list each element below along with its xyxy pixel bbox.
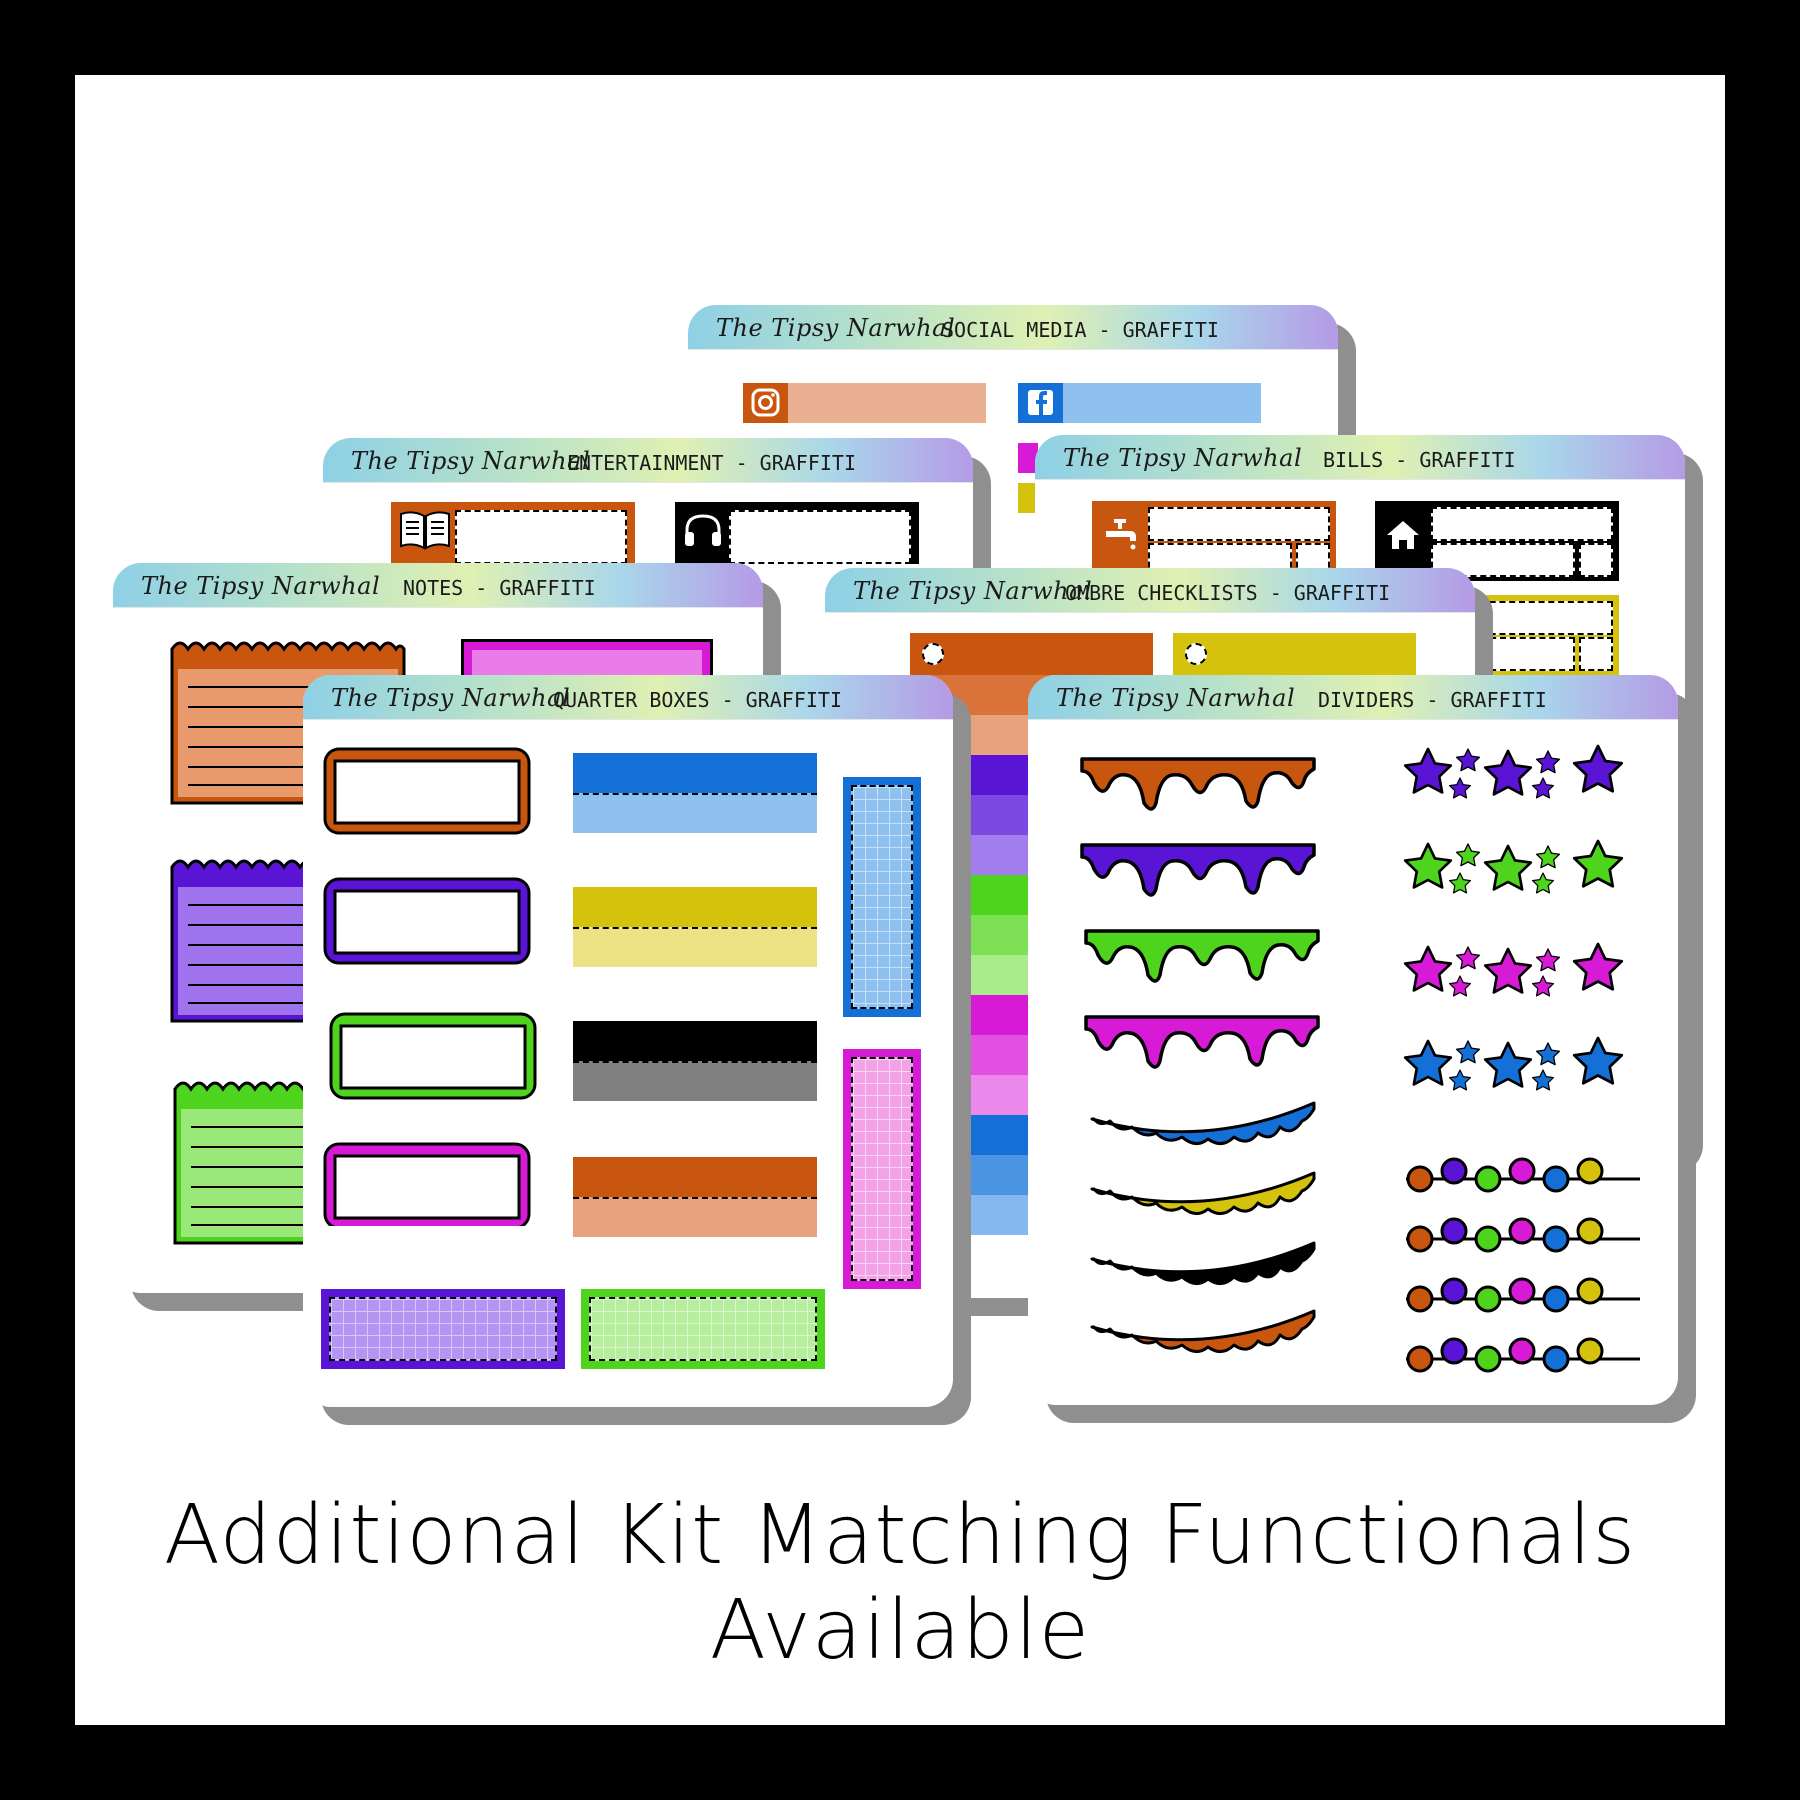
sheet-title: BILLS - GRAFFITI — [1323, 448, 1516, 472]
brand-label: The Tipsy Narwhal — [1063, 444, 1303, 472]
faucet-sticker — [1092, 501, 1336, 581]
scalloped-box-orange — [323, 747, 531, 835]
headphones-icon — [681, 510, 725, 550]
star-cluster-magenta — [1403, 942, 1624, 997]
star-dividers — [1403, 744, 1624, 1091]
sheet-header: The Tipsy Narwhal QUARTER BOXES - GRAFFI… — [303, 675, 953, 720]
star-cluster-blue — [1403, 1036, 1624, 1091]
sheet-header: The Tipsy Narwhal DIVIDERS - GRAFFITI — [1028, 675, 1678, 720]
sheet-quarter-boxes: The Tipsy Narwhal QUARTER BOXES - GRAFFI… — [303, 675, 953, 1407]
quarter-box-black — [573, 1021, 817, 1101]
caption: Additional Kit Matching Functionals Avai… — [163, 1488, 1637, 1678]
brand-label: The Tipsy Narwhal — [1056, 684, 1296, 712]
sheet-header: The Tipsy Narwhal SOCIAL MEDIA - GRAFFIT… — [688, 305, 1338, 350]
quarter-box-orange — [573, 1157, 817, 1237]
scalloped-boxes — [323, 747, 537, 1226]
instagram-sticker — [743, 383, 986, 423]
star-cluster-green — [1403, 839, 1624, 894]
bunting-yellow — [1090, 1171, 1316, 1215]
ombre-checklist-orange-header — [910, 633, 1153, 675]
house-icon — [1383, 515, 1423, 555]
brand-label: The Tipsy Narwhal — [853, 577, 1093, 605]
drip-dividers — [1080, 757, 1320, 1353]
sheet-title: OMBRE CHECKLISTS - GRAFFITI — [1065, 581, 1391, 605]
faucet-icon — [1100, 515, 1140, 555]
bunting-black — [1090, 1241, 1316, 1285]
sheet-header: The Tipsy Narwhal ENTERTAINMENT - GRAFFI… — [323, 438, 973, 483]
sheet-header: The Tipsy Narwhal BILLS - GRAFFITI — [1035, 435, 1685, 480]
quarter-box-blue — [573, 753, 817, 833]
bead-strand — [1406, 1277, 1640, 1313]
bead-strand — [1406, 1157, 1640, 1193]
sheet-title: QUARTER BOXES - GRAFFITI — [553, 688, 842, 712]
drip-divider-purple — [1080, 843, 1316, 897]
sheet-header: The Tipsy Narwhal OMBRE CHECKLISTS - GRA… — [825, 568, 1475, 613]
brand-label: The Tipsy Narwhal — [141, 572, 381, 600]
ombre-checklist-yellow-header — [1173, 633, 1416, 675]
sheet-title: DIVIDERS - GRAFFITI — [1318, 688, 1547, 712]
drip-divider-orange — [1080, 757, 1316, 811]
scalloped-box-magenta — [323, 1142, 531, 1226]
bead-strand — [1406, 1337, 1640, 1373]
brand-label: The Tipsy Narwhal — [716, 314, 956, 342]
house-sticker — [1375, 501, 1619, 581]
brand-label: The Tipsy Narwhal — [351, 447, 591, 475]
grid-box-purple — [321, 1289, 565, 1369]
bunting-blue — [1090, 1101, 1316, 1145]
scalloped-box-purple — [323, 877, 531, 965]
bunting-orange — [1090, 1309, 1316, 1353]
sheet-title: ENTERTAINMENT - GRAFFITI — [567, 451, 856, 475]
scalloped-box-green — [329, 1012, 537, 1100]
sheet-dividers: The Tipsy Narwhal DIVIDERS - GRAFFITI — [1028, 675, 1678, 1405]
drip-divider-green — [1084, 929, 1320, 983]
grid-box-green — [581, 1289, 825, 1369]
grid-box-pink — [843, 1049, 921, 1289]
book-icon — [397, 508, 453, 552]
star-cluster-purple — [1403, 744, 1624, 799]
book-sticker — [391, 502, 635, 564]
sheet-header: The Tipsy Narwhal NOTES - GRAFFITI — [113, 563, 763, 608]
sheet-title: NOTES - GRAFFITI — [403, 576, 596, 600]
drip-divider-magenta — [1084, 1015, 1320, 1069]
bead-dividers — [1406, 1157, 1640, 1373]
brand-label: The Tipsy Narwhal — [331, 684, 571, 712]
grid-box-blue — [843, 777, 921, 1017]
instagram-icon — [743, 383, 788, 423]
facebook-sticker — [1018, 383, 1261, 423]
headphones-sticker — [675, 502, 919, 564]
sheet-title: SOCIAL MEDIA - GRAFFITI — [942, 318, 1219, 342]
facebook-icon — [1018, 383, 1063, 423]
quarter-box-yellow — [573, 887, 817, 967]
bead-strand — [1406, 1217, 1640, 1253]
